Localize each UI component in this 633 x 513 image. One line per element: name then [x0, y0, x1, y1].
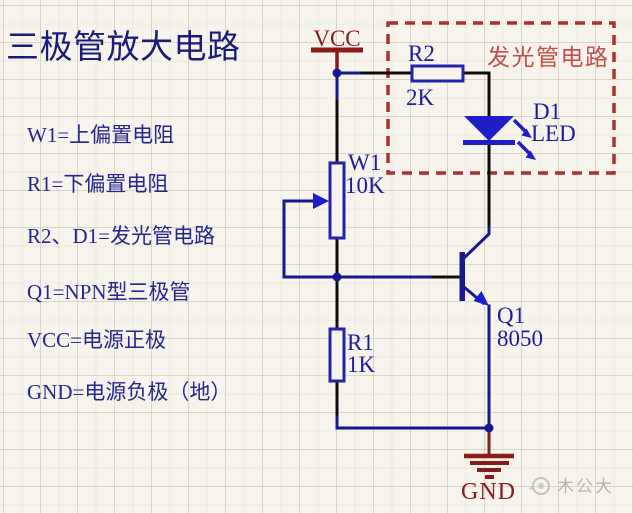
wires-black [335, 71, 491, 416]
w1-value-label: 10K [345, 173, 385, 198]
legend-item-r1: R1=下偏置电阻 [27, 172, 169, 196]
d1-value-label: LED [531, 121, 576, 146]
led-light-arrow-icon [525, 150, 536, 160]
watermark: 木公大 [528, 472, 614, 497]
q1-value-label: 8050 [497, 326, 543, 351]
d1-ref-label: D1 [533, 99, 562, 124]
gnd-label: GND [461, 479, 516, 505]
led-section-label: 发光管电路 [487, 45, 610, 70]
q1-ref-label: Q1 [497, 303, 526, 328]
r1-ref-label: R1 [347, 330, 374, 355]
legend-item-gnd: GND=电源负极（地） [27, 380, 232, 404]
emitter-arrow-icon [473, 291, 489, 306]
w1-ref-label: W1 [348, 150, 382, 175]
gnd-ground-icon [464, 430, 514, 479]
junction-dots [332, 68, 494, 433]
r2-value-label: 2K [406, 85, 435, 110]
r1-value-label: 1K [347, 352, 376, 377]
r2-ref-label: R2 [408, 41, 435, 66]
led-light-arrow-icon [521, 128, 532, 138]
vcc-label: VCC [313, 26, 361, 51]
watermark-text: 木公大 [557, 477, 614, 496]
led-d1-symbol [463, 116, 536, 160]
legend-item-q1: Q1=NPN型三极管 [27, 280, 191, 304]
legend-item-w1: W1=上偏置电阻 [27, 123, 175, 147]
camera-icon [529, 476, 550, 495]
legend-item-r2-d1: R2、D1=发光管电路 [27, 224, 216, 248]
wiper-arrow-icon [313, 193, 329, 209]
transistor-q1-symbol [459, 252, 489, 306]
resistor-r2-body [410, 64, 465, 83]
legend-item-vcc: VCC=电源正极 [27, 328, 167, 352]
potentiometer-w1-body [313, 161, 346, 240]
resistor-r1-body [328, 327, 346, 383]
page-title: 三极管放大电路 [6, 30, 241, 66]
